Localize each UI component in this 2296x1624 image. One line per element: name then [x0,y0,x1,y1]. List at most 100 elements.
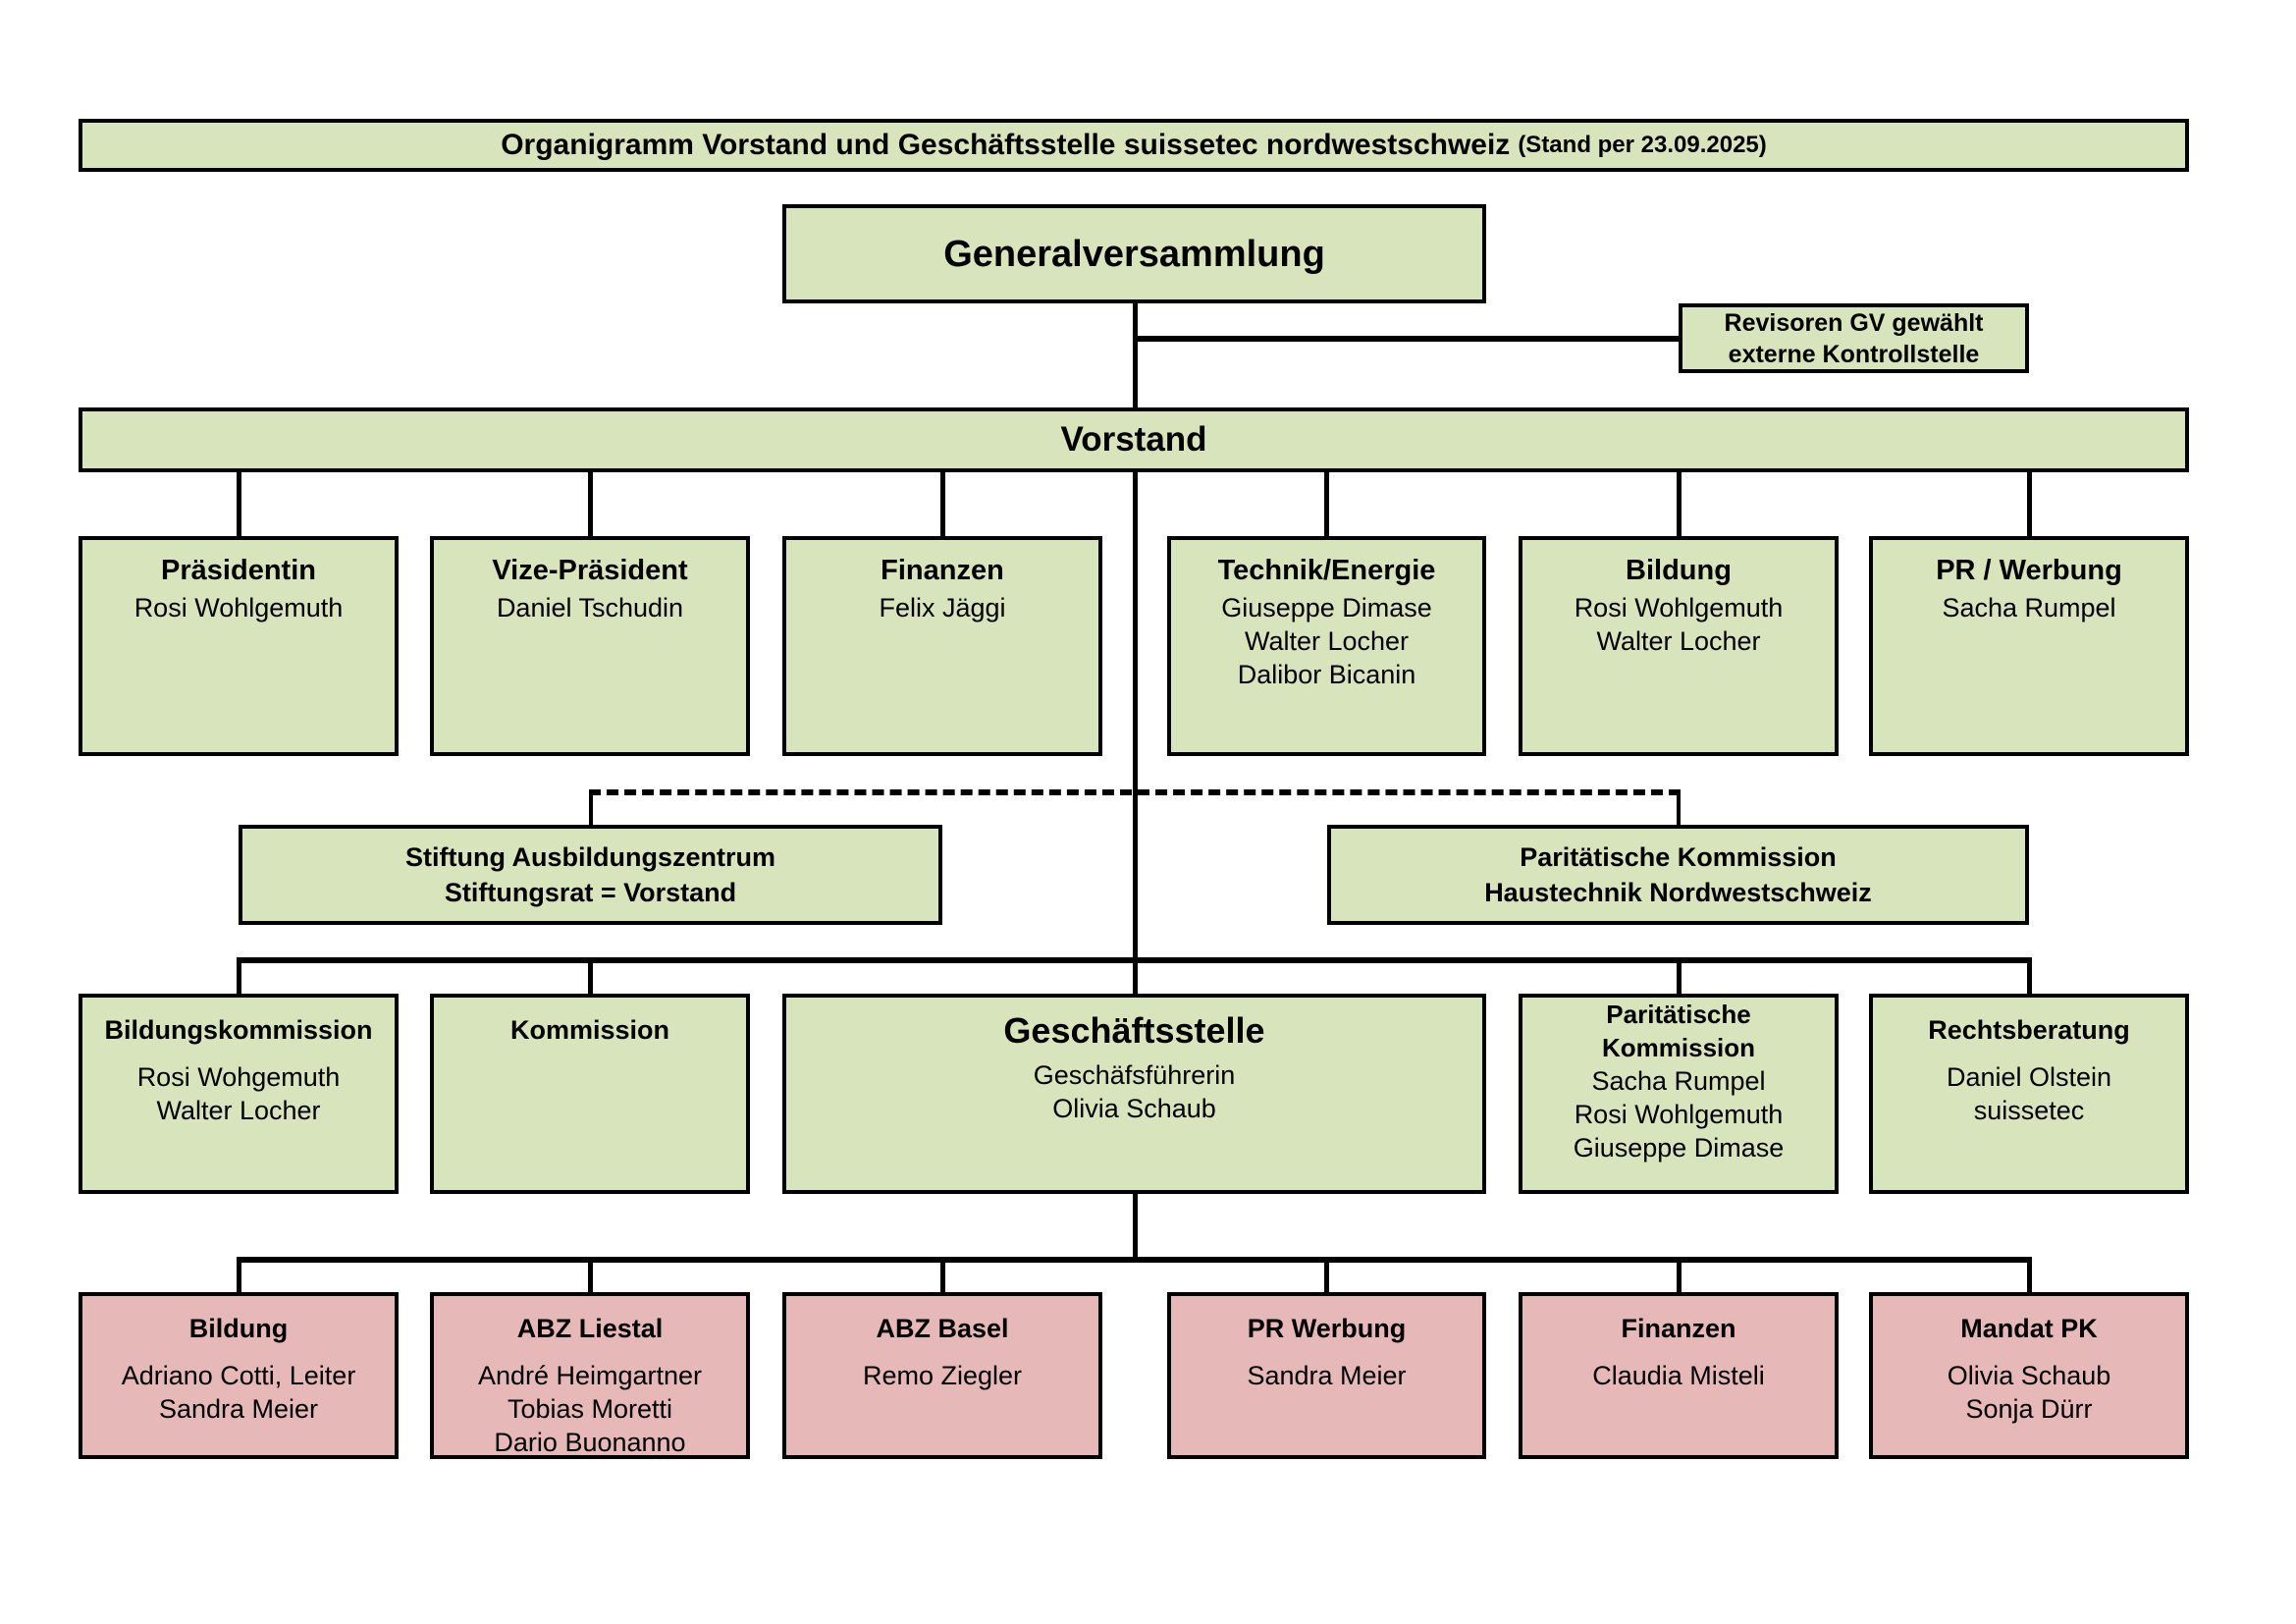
node-paritaetische-kommission: Paritätische Kommission Sacha Rumpel Ros… [1519,994,1839,1194]
node-staff-finanzen: Finanzen Claudia Misteli [1519,1292,1839,1459]
node-person: Rosi Wohlgemuth [1574,1100,1784,1129]
node-geschaeftsstelle: Geschäftsstelle Geschäfsführerin Olivia … [782,994,1486,1194]
chart-date: (Stand per 23.09.2025) [1518,132,1767,158]
node-staff-pr-werbung: PR Werbung Sandra Meier [1167,1292,1486,1459]
node-line: externe Kontrollstelle [1728,340,1980,368]
node-title: Bildung [1626,555,1732,586]
node-title: Geschäftsstelle [1003,1010,1265,1051]
node-pr-werbung-vorstand: PR / Werbung Sacha Rumpel [1869,536,2189,756]
node-person: Dalibor Bicanin [1237,660,1416,689]
node-person: Tobias Moretti [507,1394,673,1424]
node-bildung-vorstand: Bildung Rosi Wohlgemuth Walter Locher [1519,536,1839,756]
node-person: Sonja Dürr [1965,1394,2093,1424]
node-person: Walter Locher [1596,626,1761,656]
node-revisoren: Revisoren GV gewählt externe Kontrollste… [1679,303,2029,373]
node-line: Stiftungsrat = Vorstand [444,878,737,907]
node-praesidentin: Präsidentin Rosi Wohlgemuth [79,536,399,756]
dashed-connector-right [1677,791,1681,825]
connector [237,957,241,996]
node-staff-abz-basel: ABZ Basel Remo Ziegler [782,1292,1102,1459]
connector [2027,472,2032,537]
connector [1677,957,1682,996]
node-vorstand: Vorstand [79,407,2189,472]
node-finanzen: Finanzen Felix Jäggi [782,536,1102,756]
node-title: Vorstand [1060,420,1207,459]
node-title: Paritätische [1606,1000,1751,1029]
node-person: Walter Locher [156,1096,321,1125]
node-title: ABZ Basel [876,1314,1009,1343]
node-staff-mandat-pk: Mandat PK Olivia Schaub Sonja Dürr [1869,1292,2189,1459]
node-line: Haustechnik Nordwestschweiz [1484,878,1872,907]
connector [1133,1194,1138,1262]
connector [940,472,945,537]
node-title: Kommission [1601,1033,1756,1062]
node-person: Daniel Tschudin [496,593,684,623]
chart-title: Organigramm Vorstand und Geschäftsstelle… [501,129,1511,161]
dashed-connector [589,789,1681,795]
node-person: suissetec [1973,1096,2085,1125]
node-title: PR / Werbung [1936,555,2122,586]
connector [940,1257,945,1293]
node-title: Vize-Präsident [492,555,688,586]
node-title: Rechtsberatung [1928,1015,2130,1045]
node-kommission: Kommission [430,994,750,1194]
node-staff-abz-liestal: ABZ Liestal André Heimgartner Tobias Mor… [430,1292,750,1459]
node-title: Finanzen [881,555,1004,586]
connector-revisoren [1133,336,1681,342]
node-stiftung: Stiftung Ausbildungszentrum Stiftungsrat… [239,825,942,925]
connector [237,1257,241,1293]
connector [1677,1257,1682,1293]
node-title: Technik/Energie [1217,555,1436,586]
node-person: Sandra Meier [158,1394,319,1424]
connector [237,472,241,537]
node-person: Olivia Schaub [1052,1094,1216,1123]
connector [588,957,593,996]
node-title: PR Werbung [1247,1314,1407,1343]
dashed-connector-left [589,791,593,825]
node-generalversammlung: Generalversammlung [782,204,1486,303]
node-person: Daniel Olstein [1946,1062,2112,1092]
connector-staff [237,1257,2032,1263]
node-title: Finanzen [1621,1314,1736,1343]
connector [1324,1257,1329,1293]
node-title: Präsidentin [161,555,316,586]
node-paritaetische-kommission-nw: Paritätische Kommission Haustechnik Nord… [1327,825,2029,925]
node-vize-praesident: Vize-Präsident Daniel Tschudin [430,536,750,756]
node-person: Geschäfsführerin [1033,1060,1236,1090]
node-person: Claudia Misteli [1592,1361,1765,1390]
node-line: Stiftung Ausbildungszentrum [405,842,775,872]
node-person: Rosi Wohlgemuth [1574,593,1784,623]
node-person: Rosi Wohlgemuth [133,593,344,623]
node-person: Dario Buonanno [494,1428,686,1457]
connector [2027,1257,2032,1293]
connector [588,1257,593,1293]
node-rechtsberatung: Rechtsberatung Daniel Olstein suissetec [1869,994,2189,1194]
connector-commissions [237,957,2032,963]
connector [2027,957,2032,996]
connector [1677,472,1682,537]
node-staff-bildung: Bildung Adriano Cotti, Leiter Sandra Mei… [79,1292,399,1459]
node-title: Bildungskommission [104,1015,373,1045]
node-person: Remo Ziegler [862,1361,1023,1390]
connector [1324,472,1329,537]
node-person: Sacha Rumpel [1942,593,2116,623]
node-person: Giuseppe Dimase [1573,1133,1785,1163]
node-technik-energie: Technik/Energie Giuseppe Dimase Walter L… [1167,536,1486,756]
node-person: Olivia Schaub [1947,1361,2111,1390]
connector-spine [1133,472,1138,996]
node-person: Rosi Wohgemuth [136,1062,341,1092]
node-person: Walter Locher [1244,626,1410,656]
node-title: Bildung [188,1314,289,1343]
node-person: Giuseppe Dimase [1221,593,1432,623]
node-bildungskommission: Bildungskommission Rosi Wohgemuth Walter… [79,994,399,1194]
connector-gv-vorstand [1133,303,1138,409]
node-title: ABZ Liestal [516,1314,664,1343]
connector [588,472,593,537]
node-person: Sacha Rumpel [1591,1066,1766,1096]
node-line: Revisoren GV gewählt [1724,308,1984,337]
node-person: Sandra Meier [1247,1361,1407,1390]
node-title: Mandat PK [1960,1314,2098,1343]
node-person: Felix Jäggi [879,593,1006,623]
node-person: Adriano Cotti, Leiter [121,1361,356,1390]
title-bar: Organigramm Vorstand und Geschäftsstelle… [79,119,2189,172]
